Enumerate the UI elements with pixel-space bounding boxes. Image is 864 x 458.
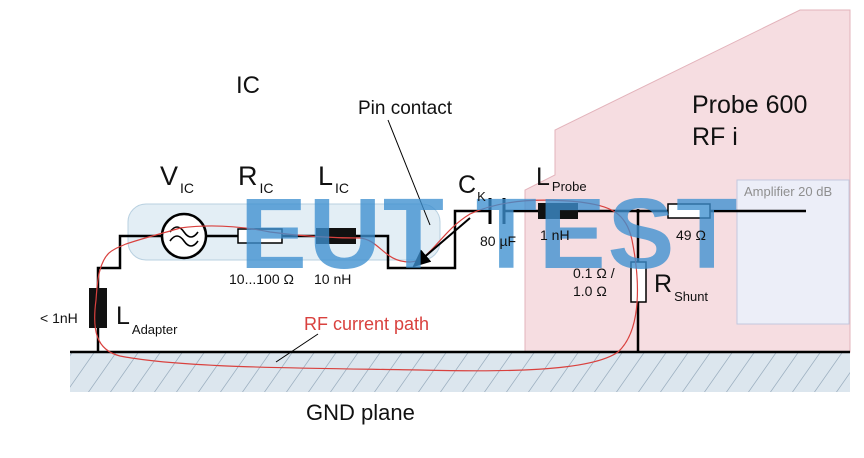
c-k-label: CK [458, 171, 486, 204]
rf-current-path-label: RF current path [304, 314, 429, 334]
rf-current-path-loop [94, 199, 639, 372]
l-ic-inductor [316, 228, 356, 244]
amplifier-label: Amplifier 20 dB [744, 184, 832, 199]
l-adapter-value: < 1nH [40, 310, 78, 326]
junction-dot [636, 209, 640, 213]
wires [96, 209, 806, 352]
gnd-plane-label: GND plane [306, 400, 415, 425]
c-k-value: 80 µF [480, 233, 516, 249]
r-shunt-value-2: 1.0 Ω [573, 283, 607, 299]
r-shunt-value-1: 0.1 Ω / [573, 265, 615, 281]
r-49-value: 49 Ω [676, 227, 706, 243]
l-probe-inductor [538, 203, 578, 219]
r-49-resistor [667, 203, 711, 219]
probe-title-line1: Probe 600 [692, 91, 807, 119]
c-k-capacitor [488, 198, 506, 224]
ic-label: IC [236, 72, 260, 99]
gnd-plane-hatch [70, 352, 850, 392]
pin-contact-arrow [412, 217, 471, 268]
l-probe-value: 1 nH [540, 227, 570, 243]
rf-path-pointer [275, 333, 319, 363]
pin-contact-pointer [387, 119, 431, 226]
ic-package [127, 203, 441, 261]
pin-contact-label: Pin contact [358, 98, 453, 119]
watermark: EUT TEST [240, 178, 739, 290]
probe-title-line2: RF i [692, 123, 738, 151]
r-ic-value: 10...100 Ω [229, 271, 294, 287]
v-ic-source-icon [160, 212, 208, 260]
l-adapter-inductor [89, 288, 107, 328]
l-ic-value: 10 nH [314, 271, 351, 287]
v-ic-sine-icon [169, 226, 199, 247]
amplifier-box [736, 179, 850, 325]
r-shunt-resistor [630, 261, 647, 303]
